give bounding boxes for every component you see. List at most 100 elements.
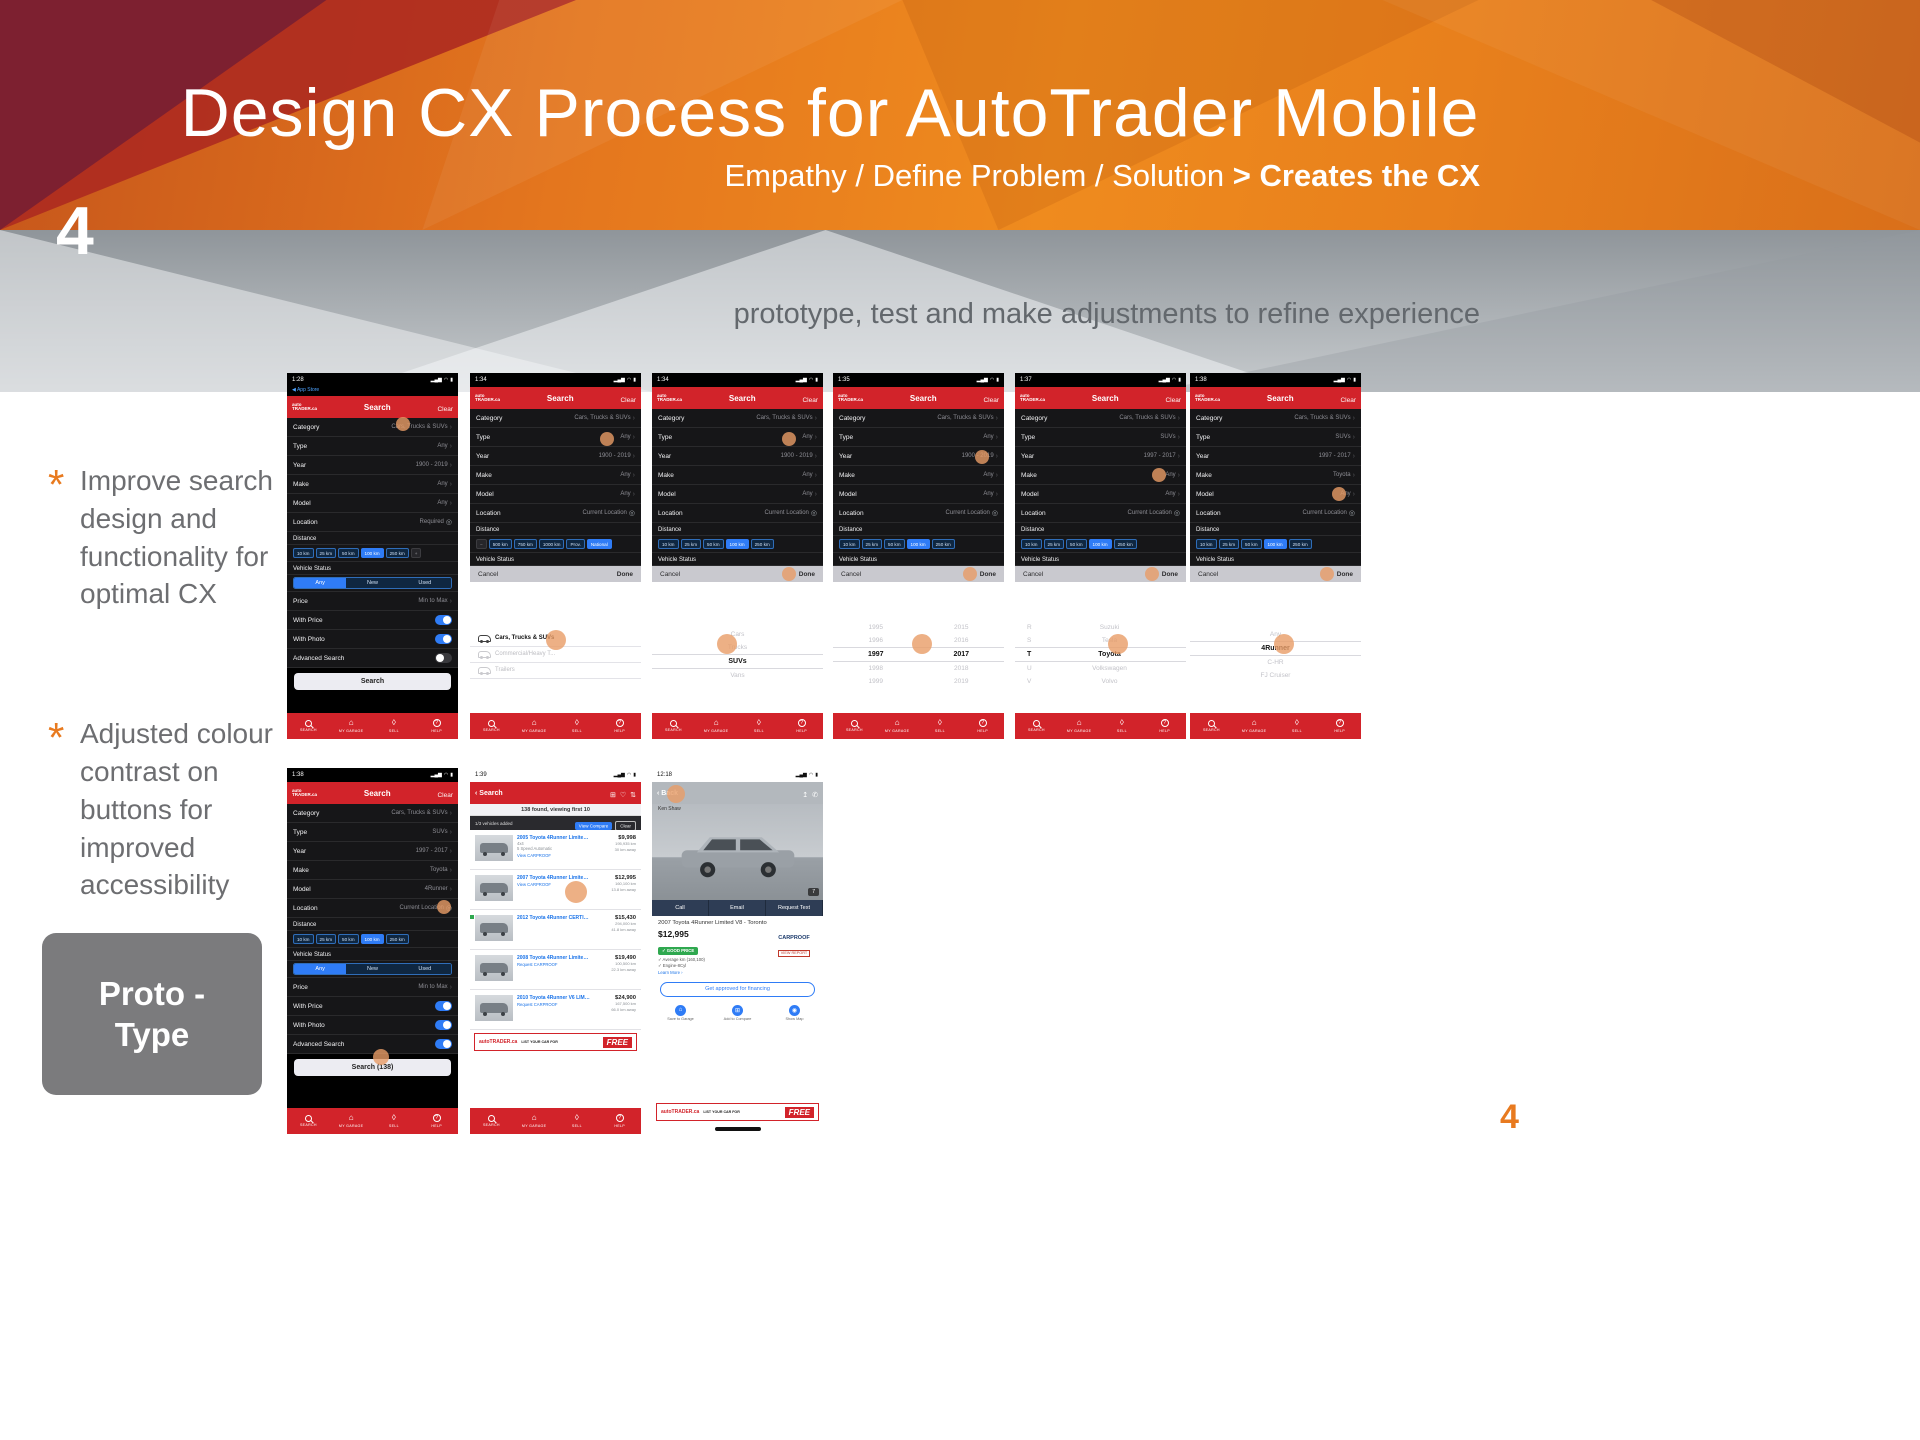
- picker-option[interactable]: 2016: [954, 637, 969, 644]
- status-option-used[interactable]: Used: [398, 964, 451, 974]
- distance-chip-25-km[interactable]: 25 km: [861, 539, 883, 549]
- picker-option[interactable]: 1997: [833, 647, 919, 662]
- distance-chip-50-km[interactable]: 50 km: [1066, 539, 1087, 549]
- nav-help[interactable]: ?HELP: [780, 713, 823, 739]
- nav-help[interactable]: ?HELP: [598, 1108, 641, 1134]
- toggle-with-photo[interactable]: [435, 634, 452, 644]
- picker-item[interactable]: Trailers: [470, 663, 641, 679]
- status-option-new[interactable]: New: [346, 578, 399, 588]
- picker-option[interactable]: Any: [1269, 630, 1282, 638]
- status-option-new[interactable]: New: [346, 964, 399, 974]
- call-icon[interactable]: ✆: [812, 792, 818, 799]
- nav-my-garage[interactable]: ⌂MY GARAGE: [1058, 713, 1101, 739]
- nav-help[interactable]: ?HELP: [415, 713, 458, 739]
- distance-chip-1000-km[interactable]: 1000 km: [538, 539, 565, 549]
- nav-search[interactable]: SEARCH: [1015, 713, 1058, 739]
- toggle-with-price[interactable]: [435, 1001, 452, 1011]
- save-to-garage[interactable]: ⌂Save to Garage: [652, 1004, 709, 1022]
- picker-item[interactable]: Commercial/Heavy T...: [470, 647, 641, 663]
- cancel-button[interactable]: Cancel: [1198, 570, 1219, 578]
- nav-sell[interactable]: ◊SELL: [738, 713, 781, 739]
- share-icon[interactable]: ↥: [802, 792, 809, 799]
- picker-option[interactable]: SUVs: [652, 653, 823, 669]
- nav-my-garage[interactable]: ⌂MY GARAGE: [876, 713, 919, 739]
- distance-chip-25-km[interactable]: 25 km: [1043, 539, 1065, 549]
- distance-chip-100-km[interactable]: 100 km: [1088, 539, 1112, 549]
- picker-option[interactable]: Vans: [730, 671, 745, 679]
- nav-search[interactable]: SEARCH: [470, 1108, 513, 1134]
- picker-option[interactable]: 2015: [954, 624, 969, 631]
- vehicle-listing[interactable]: 2010 Toyota 4Runner V6 LIMITED 7 P...Req…: [470, 990, 641, 1030]
- done-button[interactable]: Done: [1336, 570, 1353, 578]
- distance-chip-10-km[interactable]: 10 km: [1196, 539, 1217, 549]
- nav-search[interactable]: SEARCH: [1190, 713, 1233, 739]
- distance-chip-10-km[interactable]: 10 km: [1021, 539, 1042, 549]
- distance-chip-100-km[interactable]: 100 km: [360, 934, 384, 944]
- nav-my-garage[interactable]: ⌂MY GARAGE: [330, 1108, 373, 1134]
- distance-chip-national[interactable]: National: [586, 539, 612, 549]
- status-option-any[interactable]: Any: [294, 964, 347, 974]
- nav-search[interactable]: SEARCH: [470, 713, 513, 739]
- carproof-link[interactable]: Request CARPROOF: [517, 1002, 558, 1007]
- listing-title[interactable]: 2010 Toyota 4Runner V6 LIMITED 7 P...: [517, 995, 590, 1001]
- nav-search[interactable]: SEARCH: [287, 1108, 330, 1134]
- done-button[interactable]: Done: [1161, 570, 1178, 578]
- distance-chip-250-km[interactable]: 250 km: [931, 539, 955, 549]
- sort-icon[interactable]: ⇅: [630, 792, 636, 799]
- listing-title[interactable]: 2012 Toyota 4Runner CERTIFIED-1 Y...: [517, 915, 590, 921]
- distance-chip-[interactable]: +: [410, 548, 422, 558]
- clear-button[interactable]: Clear: [983, 397, 999, 404]
- distance-chip-100-km[interactable]: 100 km: [360, 548, 384, 558]
- distance-chip-25-km[interactable]: 25 km: [1218, 539, 1240, 549]
- listing-title[interactable]: 2005 Toyota 4Runner Limited V6/...: [517, 835, 590, 841]
- distance-chip-50-km[interactable]: 50 km: [703, 539, 724, 549]
- nav-help[interactable]: ?HELP: [415, 1108, 458, 1134]
- toggle-advanced-search[interactable]: [435, 1039, 452, 1049]
- nav-search[interactable]: SEARCH: [833, 713, 876, 739]
- listing-title[interactable]: 2007 Toyota 4Runner Limited V8: [517, 875, 590, 881]
- distance-chip-10-km[interactable]: 10 km: [293, 934, 314, 944]
- search-button[interactable]: Search (138): [294, 1059, 451, 1076]
- nav-my-garage[interactable]: ⌂MY GARAGE: [1233, 713, 1276, 739]
- distance-chip-250-km[interactable]: 250 km: [385, 934, 409, 944]
- view-compare-button[interactable]: View Compare: [574, 821, 613, 830]
- nav-help[interactable]: ?HELP: [961, 713, 1004, 739]
- call-button[interactable]: Call: [652, 900, 709, 916]
- carproof-link[interactable]: View CARPROOF: [517, 882, 551, 887]
- clear-button[interactable]: Clear: [437, 406, 453, 413]
- picker-option[interactable]: 1996: [868, 637, 883, 644]
- request-text-button[interactable]: Request Text: [766, 900, 823, 916]
- nav-help[interactable]: ?HELP: [1143, 713, 1186, 739]
- nav-sell[interactable]: ◊SELL: [556, 1108, 599, 1134]
- distance-chip-250-km[interactable]: 250 km: [385, 548, 409, 558]
- nav-sell[interactable]: ◊SELL: [1276, 713, 1319, 739]
- toggle-with-price[interactable]: [435, 615, 452, 625]
- nav-sell[interactable]: ◊SELL: [1101, 713, 1144, 739]
- cancel-button[interactable]: Cancel: [841, 570, 862, 578]
